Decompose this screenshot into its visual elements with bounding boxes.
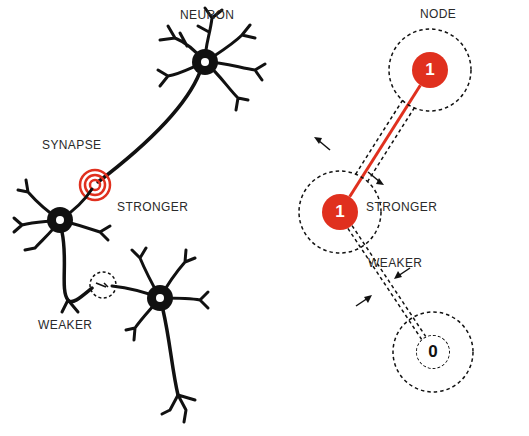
bottom-neuron-part <box>162 395 195 422</box>
node-circle: 0 <box>416 335 450 369</box>
bottom-neuron <box>112 248 208 422</box>
connector-line <box>352 226 426 337</box>
text-label: SYNAPSE <box>42 138 102 152</box>
node-value: 1 <box>425 61 434 79</box>
strength-arrows-part <box>314 137 322 144</box>
top-neuron-part <box>201 58 209 66</box>
middle-neuron <box>14 180 110 312</box>
strength-arrows <box>314 137 410 306</box>
dashed-halo <box>389 29 471 111</box>
top-neuron <box>98 8 265 182</box>
weak-synapse-part <box>96 283 108 287</box>
node-circle: 1 <box>412 52 448 88</box>
strength-arrows-part <box>394 271 402 279</box>
synapse-rings <box>80 170 110 200</box>
bottom-neuron-part <box>156 294 164 302</box>
middle-neuron-part <box>62 232 92 302</box>
edge-label: STRONGER <box>366 200 437 214</box>
synapse-rings-part <box>80 170 110 200</box>
strength-arrows-part <box>364 295 372 303</box>
text-label: STRONGER <box>117 200 188 214</box>
connector <box>348 226 426 340</box>
connector-halo <box>367 108 414 182</box>
node-value: 0 <box>428 343 437 361</box>
middle-neuron-part <box>56 216 64 224</box>
connector-line <box>348 228 422 339</box>
top-neuron-part <box>98 72 200 182</box>
connector <box>350 85 421 197</box>
bottom-neuron-part <box>163 310 178 395</box>
dashed-halo <box>393 312 473 392</box>
top-neuron-part <box>192 49 218 75</box>
text-label: NEURON <box>180 8 234 22</box>
node-value: 1 <box>335 203 344 221</box>
strength-arrows-part <box>376 178 384 185</box>
edge-label: WEAKER <box>368 256 422 270</box>
node-circle: 1 <box>322 194 358 230</box>
middle-neuron-part <box>62 300 78 312</box>
synapse-rings-part <box>85 175 105 195</box>
bottom-neuron-part <box>147 285 173 311</box>
text-label: NODE <box>420 7 456 21</box>
text-label: WEAKER <box>38 318 92 332</box>
connector-line <box>350 85 421 197</box>
middle-neuron-part <box>47 207 73 233</box>
